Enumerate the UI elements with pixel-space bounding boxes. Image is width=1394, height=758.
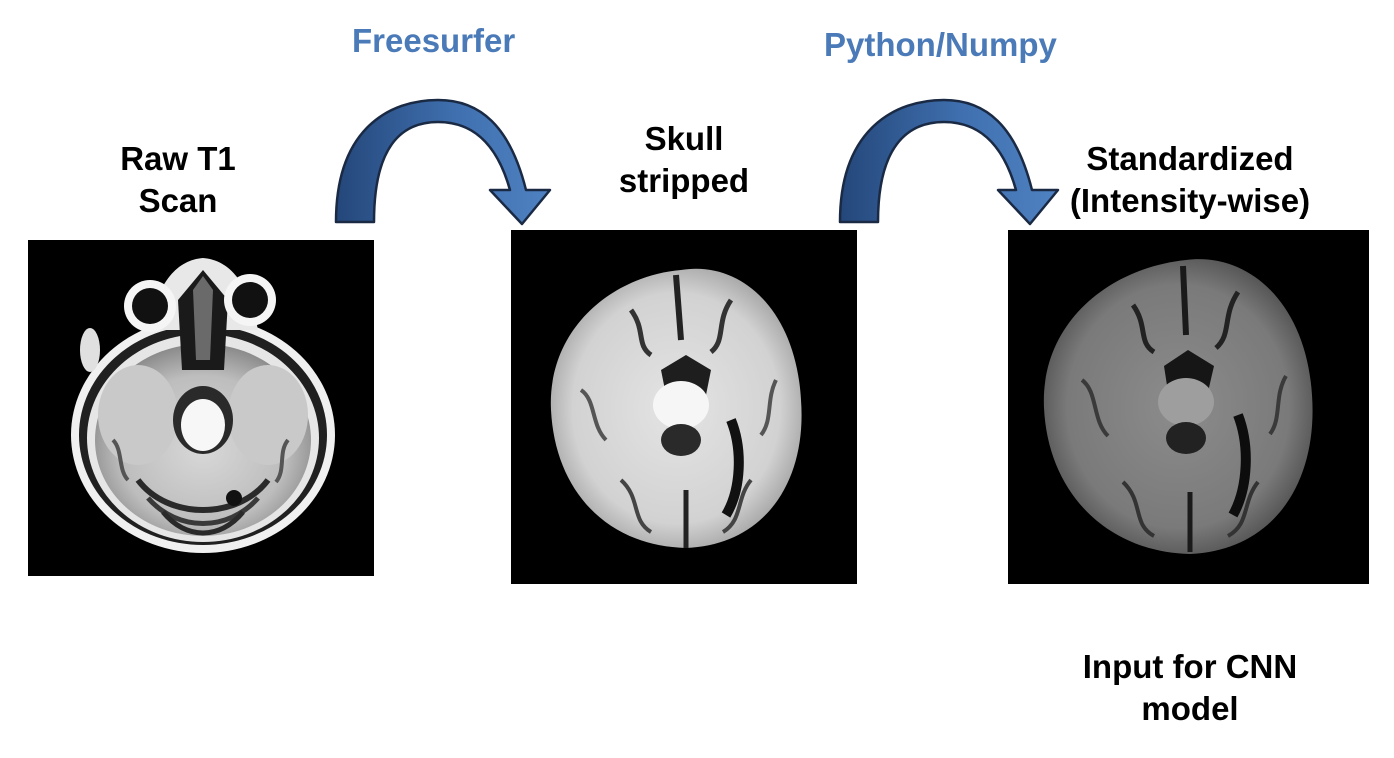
step-label-standardized-line1: Standardized xyxy=(1086,140,1294,177)
step-label-skull-stripped: Skull stripped xyxy=(566,118,802,202)
step-label-standardized-line2: (Intensity-wise) xyxy=(1069,182,1311,219)
raw-t1-brain-scan xyxy=(28,240,374,576)
output-caption-line1: Input for CNN xyxy=(1082,648,1298,685)
step-label-raw-t1-line2: Scan xyxy=(138,182,218,219)
tool-label-freesurfer: Freesurfer xyxy=(352,22,516,59)
step-label-skull-stripped-line1: Skull xyxy=(644,120,724,157)
output-caption: Input for CNN model xyxy=(1040,646,1340,730)
step-label-raw-t1-line1: Raw T1 xyxy=(120,140,236,177)
tool-label-python-numpy: Python/Numpy xyxy=(824,26,1057,63)
step-label-raw-t1: Raw T1 Scan xyxy=(60,138,296,222)
standardized-brain-scan xyxy=(1008,230,1369,584)
skull-stripped-brain-scan xyxy=(511,230,857,584)
curved-arrow-icon xyxy=(834,98,1064,228)
output-caption-line2: model xyxy=(1141,690,1239,727)
step-label-skull-stripped-line2: stripped xyxy=(618,162,750,199)
curved-arrow-icon xyxy=(330,98,555,228)
step-label-standardized: Standardized (Intensity-wise) xyxy=(1040,138,1340,222)
